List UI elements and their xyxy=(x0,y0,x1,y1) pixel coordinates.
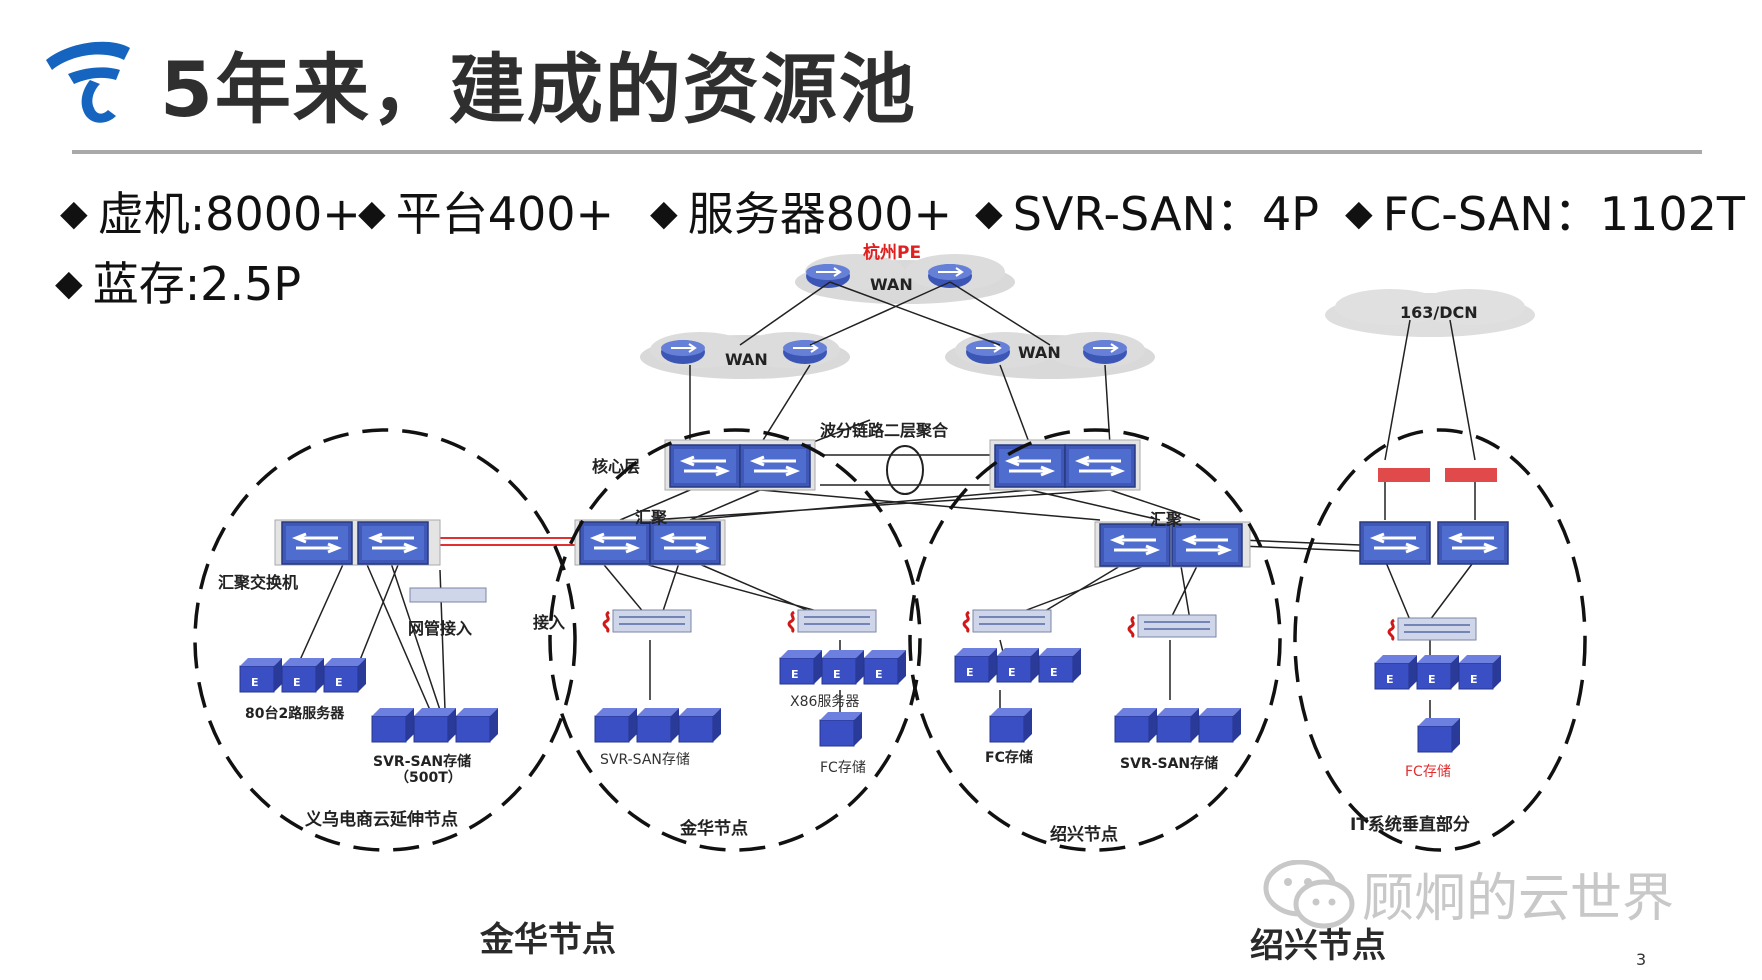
zone-label-it: IT系统垂直部分 xyxy=(1350,814,1470,835)
diamond-bullet-icon: ◆ xyxy=(975,193,1003,234)
x86-servers-jinhua xyxy=(779,649,907,685)
access-switch-jh-2 xyxy=(787,608,878,634)
diamond-bullet-icon: ◆ xyxy=(650,193,678,234)
access-switch-jh-1 xyxy=(602,608,693,634)
stat-vm: ◆虚机:8000+ xyxy=(60,178,361,244)
firewall-it xyxy=(1378,468,1497,482)
cloud-label-wan-top: WAN xyxy=(870,275,913,294)
agg-switch-yiwu xyxy=(274,519,441,566)
zone-circle-it xyxy=(1293,428,1587,852)
stat-bluestore: ◆蓝存:2.5P xyxy=(55,248,301,314)
agg-switch-jinhua xyxy=(574,519,726,566)
zone-label-yiwu: 义乌电商云延伸节点 xyxy=(305,809,458,830)
china-telecom-logo-icon xyxy=(46,41,130,123)
netmgmt-switch xyxy=(409,587,487,603)
stat-vm-text: 虚机:8000+ xyxy=(97,187,361,241)
cloud-label-wan-right: WAN xyxy=(1018,343,1061,362)
dcn-cloud xyxy=(1325,289,1535,337)
diamond-bullet-icon: ◆ xyxy=(358,193,386,234)
label-svrsan-shaoxing: SVR-SAN存储 xyxy=(1120,755,1218,772)
cloud-label-hangzhou-pe: 杭州PE xyxy=(863,242,921,263)
agg-switch-shaoxing xyxy=(1094,521,1251,568)
label-svrsan-yiwu: SVR-SAN存储 xyxy=(373,753,471,770)
servers-shaoxing xyxy=(954,647,1082,683)
page-number: 3 xyxy=(1636,950,1647,969)
bottom-label-jinhua: 金华节点 xyxy=(480,920,616,960)
access-switch-sx-1 xyxy=(962,608,1053,634)
fc-storage-shaoxing xyxy=(989,707,1033,743)
bottom-label-shaoxing: 绍兴节点 xyxy=(1250,926,1386,966)
label-fc-shaoxing: FC存储 xyxy=(985,749,1033,766)
stat-platform-text: 平台400+ xyxy=(395,187,615,241)
stat-fcsan-text: FC-SAN：1102T xyxy=(1382,187,1745,241)
wechat-icon xyxy=(1263,860,1355,929)
access-switch-sx-2 xyxy=(1127,613,1218,639)
svrsan-storage-yiwu xyxy=(371,707,499,743)
core-switch-jinhua xyxy=(664,439,816,491)
svrsan-storage-jinhua xyxy=(594,707,722,743)
servers-it xyxy=(1374,654,1502,690)
diamond-bullet-icon: ◆ xyxy=(60,193,88,234)
core-switch-shaoxing xyxy=(989,439,1141,491)
label-access: 接入 xyxy=(533,613,565,632)
agg-switch-it xyxy=(1358,520,1510,566)
stat-server: ◆服务器800+ xyxy=(650,178,952,244)
zone-label-jinhua: 金华节点 xyxy=(679,818,748,839)
stat-server-text: 服务器800+ xyxy=(687,187,953,241)
servers-yiwu xyxy=(239,657,367,693)
stat-platform: ◆平台400+ xyxy=(358,178,614,244)
label-servers-80: 80台2路服务器 xyxy=(245,705,345,722)
fc-storage-jinhua xyxy=(819,711,863,747)
zone-circle-jinhua xyxy=(548,428,922,852)
svrsan-storage-shaoxing xyxy=(1114,707,1242,743)
label-fc-it: FC存储 xyxy=(1405,764,1451,780)
diamond-bullet-icon: ◆ xyxy=(1345,193,1373,234)
red-link xyxy=(435,537,575,546)
cloud-label-dcn: 163/DCN xyxy=(1400,303,1478,322)
cloud-label-wan-left: WAN xyxy=(725,350,768,369)
network-links xyxy=(299,281,1476,735)
label-netmgmt: 网管接入 xyxy=(408,619,472,638)
lag-ellipse xyxy=(886,445,924,495)
page-title: 5年来，建成的资源池 xyxy=(160,45,917,134)
label-agg-shaoxing: 汇聚 xyxy=(1150,510,1183,529)
diamond-bullet-icon: ◆ xyxy=(55,263,83,304)
watermark-text: 顾炯的云世界 xyxy=(1362,869,1675,929)
label-agg-jinhua: 汇聚 xyxy=(635,508,668,527)
stat-svrsan-text: SVR-SAN：4P xyxy=(1012,187,1319,241)
stat-bluestore-text: 蓝存:2.5P xyxy=(92,257,302,311)
label-svrsan-yiwu-capacity: （500T） xyxy=(395,770,462,786)
label-svrsan-jinhua: SVR-SAN存储 xyxy=(600,752,690,768)
stat-svrsan: ◆SVR-SAN：4P xyxy=(975,178,1319,244)
label-core: 核心层 xyxy=(592,457,640,476)
label-fc-jinhua: FC存储 xyxy=(820,760,866,776)
zone-boundaries xyxy=(193,428,1587,852)
zone-circle-yiwu xyxy=(193,428,577,852)
stat-fcsan: ◆FC-SAN：1102T xyxy=(1345,178,1745,244)
access-switch-it xyxy=(1387,616,1478,642)
label-x86: X86服务器 xyxy=(790,694,859,710)
zone-circle-shaoxing xyxy=(908,428,1282,852)
zone-label-shaoxing: 绍兴节点 xyxy=(1050,824,1118,845)
title-divider xyxy=(72,150,1702,154)
fc-storage-it xyxy=(1417,717,1461,753)
label-agg-switch: 汇聚交换机 xyxy=(218,573,298,592)
label-wavelength: 波分链路二层聚合 xyxy=(820,421,949,440)
